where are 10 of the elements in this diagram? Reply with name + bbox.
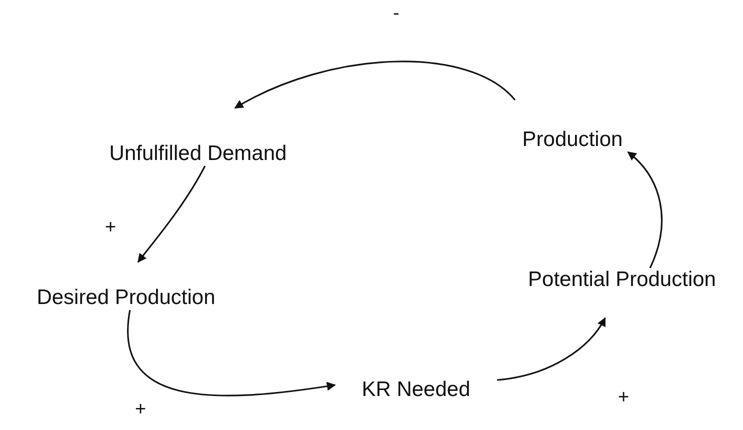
node-label: Desired Production <box>36 286 216 310</box>
node-label: KR Needed <box>362 378 470 402</box>
node-label: Production <box>522 128 623 152</box>
node-label: Potential Production <box>528 268 716 292</box>
arrow <box>127 310 336 396</box>
node-label: Unfulfilled Demand <box>109 142 287 166</box>
arrow <box>234 60 516 109</box>
arrow <box>137 166 206 263</box>
arrow <box>627 151 662 268</box>
arrow <box>496 317 606 381</box>
